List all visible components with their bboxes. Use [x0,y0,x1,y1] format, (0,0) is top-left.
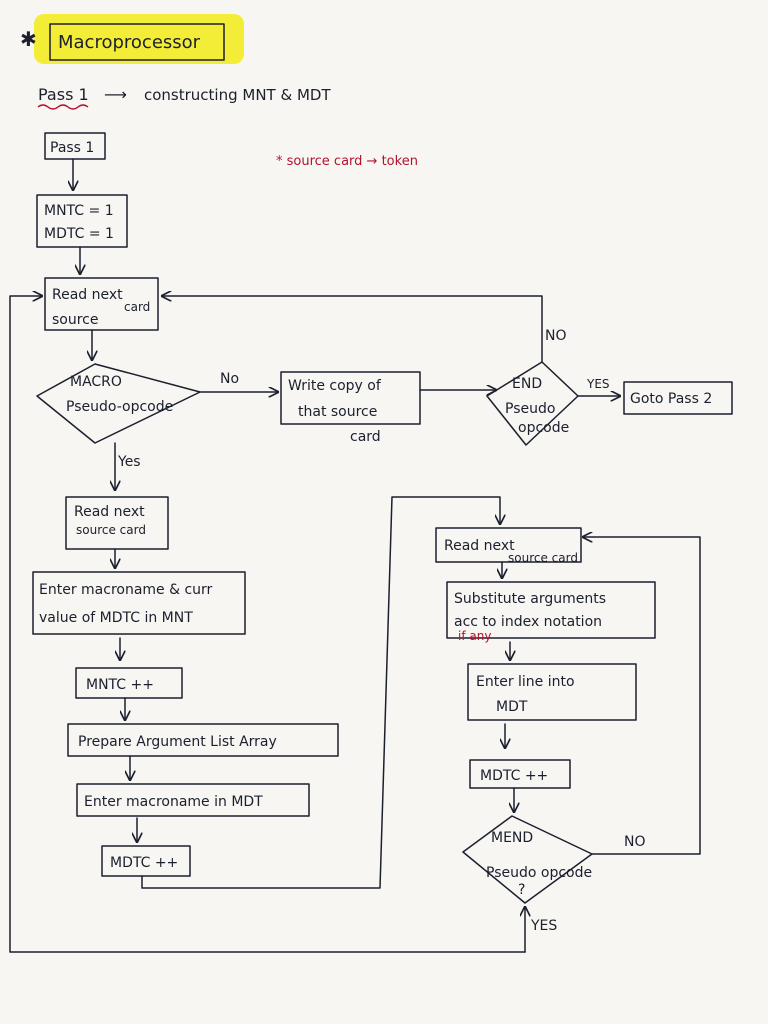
svg-text:Read next: Read next [74,504,145,520]
title-star-icon: ✱ [20,27,37,51]
svg-text:Pseudo: Pseudo [505,401,555,417]
subtitle-pass-label: Pass 1 [38,85,89,104]
svg-text:MEND: MEND [491,830,533,846]
svg-text:Enter macroname in MDT: Enter macroname in MDT [84,794,263,810]
read-next-card-node-2: Read next source card [65,496,169,550]
svg-text:MDTC = 1: MDTC = 1 [44,226,114,242]
svg-text:source card: source card [508,551,578,565]
write-copy-node: Write copy of that source card [280,371,421,445]
enter-mnt-node: Enter macroname & curr value of MDTC in … [32,571,246,635]
counters-node: MNTC = 1 MDTC = 1 [36,194,128,248]
substitute-args-node: Substitute arguments acc to index notati… [446,581,656,643]
svg-text:END: END [512,376,542,392]
svg-text:source card: source card [76,523,146,537]
enter-line-node: Enter line into MDT [467,663,637,721]
svg-text:acc to index notation: acc to index notation [454,614,602,630]
svg-text:Substitute arguments: Substitute arguments [454,591,606,607]
subtitle-text: constructing MNT & MDT [144,86,331,104]
svg-text:Goto Pass 2: Goto Pass 2 [630,391,712,407]
subtitle-arrow-icon: ⟶ [104,85,127,104]
mdtc-increment-node-2: MDTC ++ [469,759,571,789]
svg-text:source: source [52,312,99,328]
svg-text:Prepare Argument List Array: Prepare Argument List Array [78,734,277,750]
svg-text:if any: if any [458,629,491,643]
prepare-ala-node: Prepare Argument List Array [67,723,339,757]
page-title: Macroprocessor [58,32,201,53]
svg-text:MNTC = 1: MNTC = 1 [44,203,114,219]
svg-text:Pass 1: Pass 1 [50,140,94,156]
macro-yes-label: Yes [117,454,141,470]
svg-text:MDTC ++: MDTC ++ [480,768,548,784]
mntc-increment-node: MNTC ++ [75,667,183,699]
svg-text:value of MDTC in MNT: value of MDTC in MNT [39,610,193,626]
subtitle: Pass 1 ⟶ constructing MNT & MDT [37,85,331,110]
svg-text:Pseudo opcode: Pseudo opcode [486,865,592,881]
svg-text:Read next: Read next [444,538,515,554]
end-yes-label: YES [586,377,610,391]
svg-text:card: card [350,429,381,445]
svg-text:Pseudo-opcode: Pseudo-opcode [66,399,173,415]
enter-mdt-name-node: Enter macroname in MDT [76,783,310,817]
svg-text:opcode: opcode [518,420,569,436]
goto-pass2-node: Goto Pass 2 [623,381,733,415]
mdtc-increment-node-1: MDTC ++ [101,845,191,877]
svg-text:Enter line into: Enter line into [476,674,575,690]
end-no-label: NO [545,328,567,344]
svg-text:?: ? [518,882,525,898]
macro-decision-node: MACRO Pseudo-opcode [36,363,201,444]
read-next-card-node-3: Read next source card [435,527,582,565]
svg-text:Write copy of: Write copy of [288,378,382,394]
mend-yes-label: YES [530,918,557,934]
title-block: ✱ Macroprocessor [20,14,244,64]
svg-text:MDTC ++: MDTC ++ [110,855,178,871]
token-note: * source card → token [276,154,418,169]
svg-text:MNTC ++: MNTC ++ [86,677,154,693]
mend-no-label: NO [624,834,646,850]
svg-text:card: card [124,300,150,314]
svg-text:MACRO: MACRO [70,374,122,390]
svg-text:that source: that source [298,404,377,420]
pass1-node: Pass 1 [44,132,106,160]
macro-no-label: No [220,371,239,387]
svg-text:Read next: Read next [52,287,123,303]
title-highlight [34,14,244,64]
subtitle-underline [37,104,89,110]
mend-decision-node: MEND Pseudo opcode ? [462,815,593,904]
read-next-card-node-1: Read next card source [44,277,159,331]
svg-text:Enter macroname & curr: Enter macroname & curr [39,582,213,598]
title-box [49,23,225,61]
svg-text:MDT: MDT [496,699,528,715]
end-decision-node: END Pseudo opcode [486,361,579,446]
